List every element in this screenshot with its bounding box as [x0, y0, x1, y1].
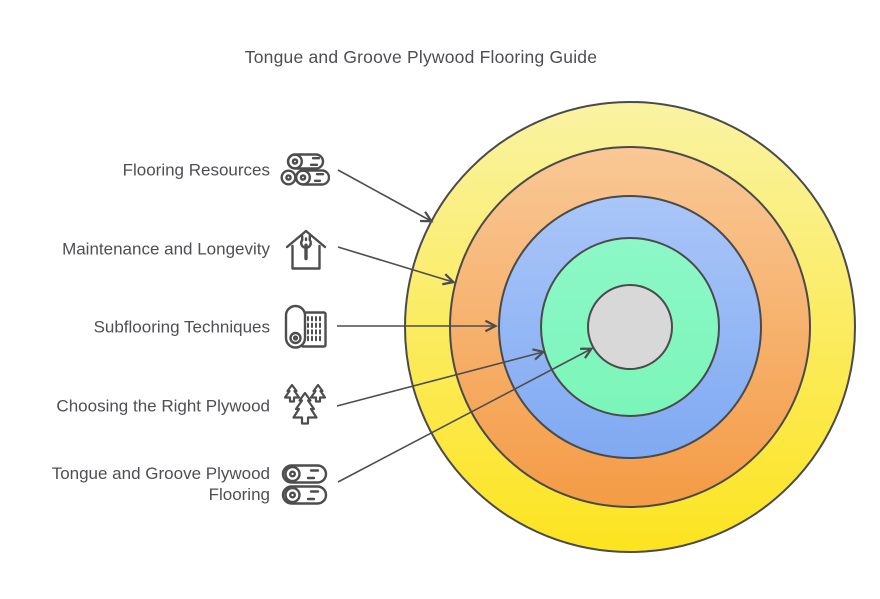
label-flooring-resources: Flooring Resources: [122, 160, 270, 180]
label-maintenance-longevity: Maintenance and Longevity: [62, 239, 270, 259]
stacked-logs-icon: [280, 462, 330, 508]
house-wrench-icon: [284, 226, 328, 273]
pine-trees-icon: [281, 381, 329, 431]
arrow-tongue-groove-core: [337, 349, 591, 483]
arrow-choosing-plywood: [336, 352, 543, 407]
log-pile-icon: [280, 151, 330, 188]
underlayment-roll-icon: [281, 302, 329, 352]
arrow-flooring-resources: [337, 169, 431, 221]
ring-core-tongue-groove: [587, 284, 673, 370]
label-subflooring-techniques: Subflooring Techniques: [93, 317, 270, 337]
diagram-title: Tongue and Groove Plywood Flooring Guide: [244, 47, 598, 67]
arrow-maintenance-longevity: [337, 246, 453, 282]
label-choosing-plywood: Choosing the Right Plywood: [56, 396, 270, 416]
label-tongue-groove-flooring: Tongue and Groove Plywood Flooring: [51, 464, 270, 504]
